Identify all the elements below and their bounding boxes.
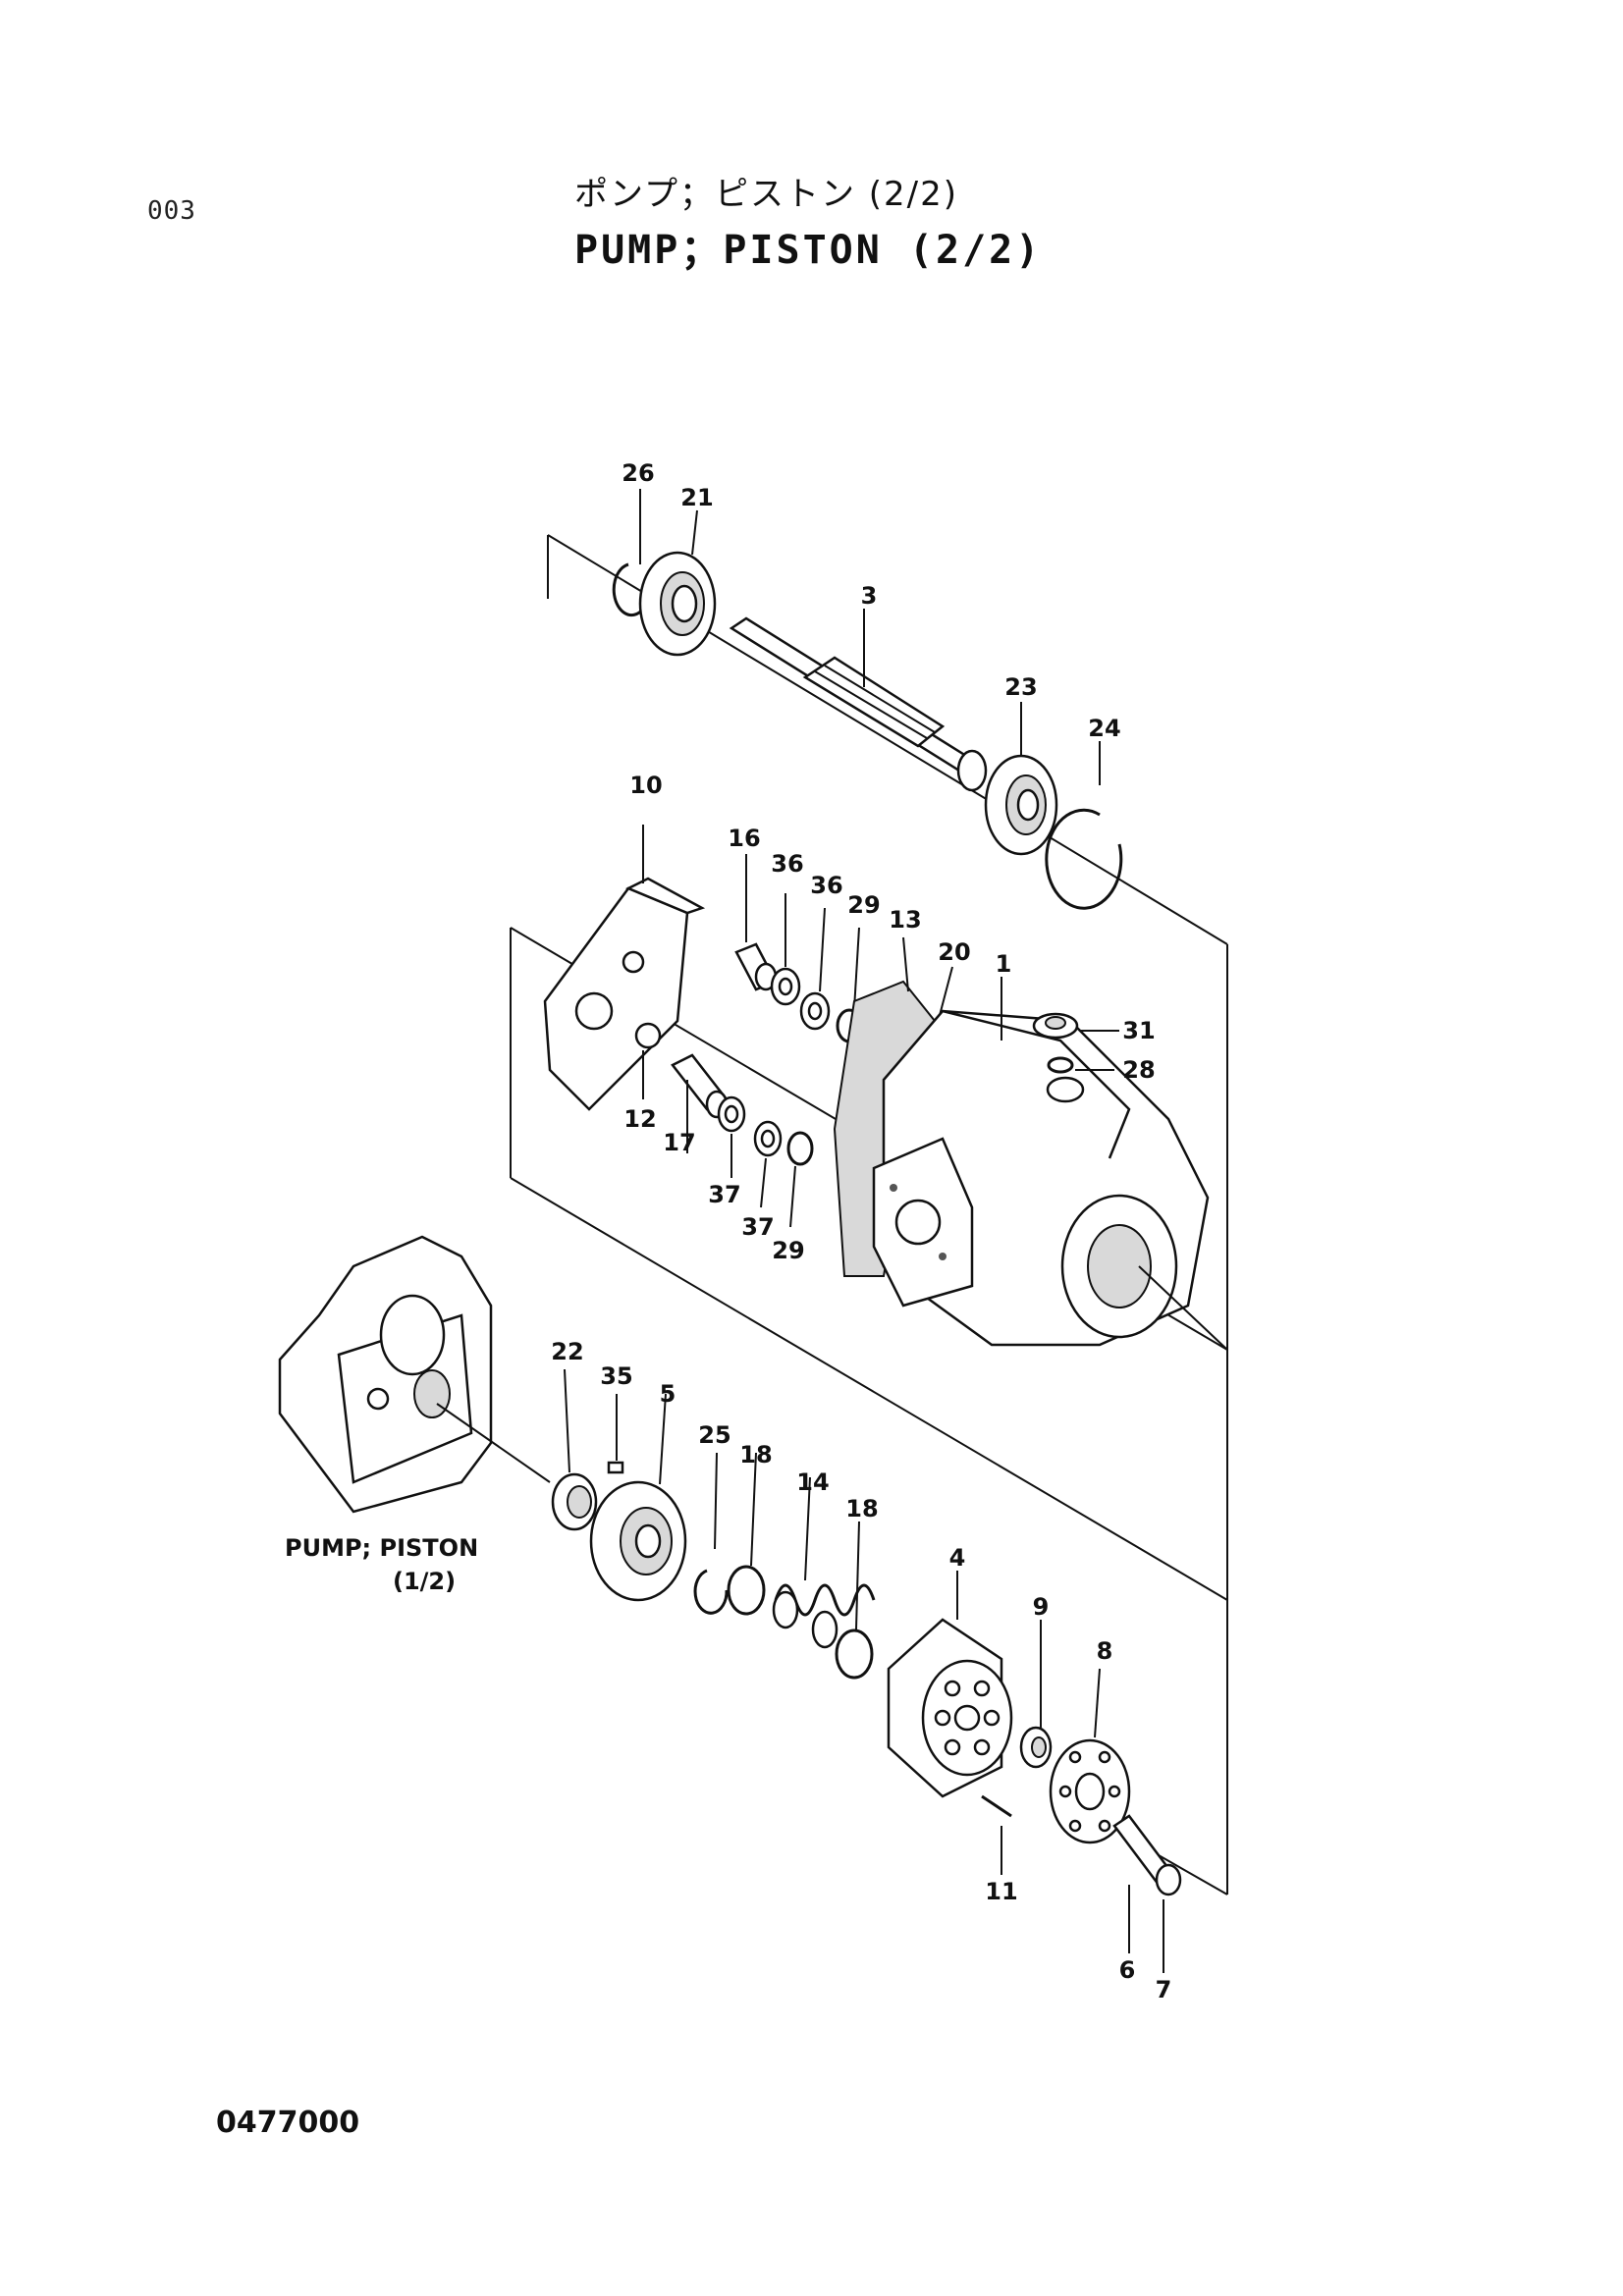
spring-14 xyxy=(772,1476,876,1649)
callout-23: 23 xyxy=(1004,673,1037,701)
callout-28: 28 xyxy=(1122,1056,1155,1084)
callout-4: 4 xyxy=(949,1544,966,1572)
callout-35: 35 xyxy=(600,1362,632,1390)
callout-37a: 37 xyxy=(708,1181,740,1208)
callout-26: 26 xyxy=(622,459,654,487)
title-japanese: ポンプ；ピストン (2/2) xyxy=(574,175,959,214)
retainer-plate-8 xyxy=(1049,1668,1131,1844)
pump-casing-1 xyxy=(872,977,1228,1351)
plug-16 xyxy=(734,854,778,991)
ball-12 xyxy=(634,1022,662,1099)
shoe-7 xyxy=(1155,1863,1182,1973)
snap-ring-24 xyxy=(1045,741,1123,910)
cylinder-block-4 xyxy=(887,1571,1013,1798)
callout-25: 25 xyxy=(698,1421,730,1449)
o-ring-28 xyxy=(1047,1056,1114,1074)
callout-17: 17 xyxy=(663,1129,695,1156)
callout-36a: 36 xyxy=(771,850,803,878)
shim-18b xyxy=(835,1521,874,1680)
callout-18b: 18 xyxy=(845,1495,878,1522)
shaft-3 xyxy=(729,609,988,792)
pin-11 xyxy=(981,1794,1012,1875)
callout-24: 24 xyxy=(1088,715,1120,742)
washer-37a xyxy=(717,1095,746,1178)
bearing-23 xyxy=(984,702,1058,856)
callout-29a: 29 xyxy=(847,891,880,919)
callout-16: 16 xyxy=(728,825,760,852)
callout-13: 13 xyxy=(889,906,921,934)
callout-14: 14 xyxy=(796,1468,829,1496)
spherical-bushing-9 xyxy=(1019,1620,1053,1769)
shim-18a xyxy=(727,1452,766,1616)
washer-36b xyxy=(799,907,831,1031)
cover-plate-10 xyxy=(543,825,706,1111)
callout-36b: 36 xyxy=(810,872,842,899)
o-ring-29b xyxy=(786,1131,814,1228)
callout-37b: 37 xyxy=(741,1213,774,1241)
reference-label-line1: PUMP; PISTON xyxy=(285,1534,479,1562)
callout-3: 3 xyxy=(861,582,878,610)
callout-7: 7 xyxy=(1156,1976,1172,2003)
callout-18a: 18 xyxy=(739,1441,772,1468)
drawing-number: 0477000 xyxy=(216,2106,360,2140)
valve-plate-5 xyxy=(589,1393,687,1602)
callout-11: 11 xyxy=(985,1878,1017,1905)
callout-29b: 29 xyxy=(772,1237,804,1264)
callout-12: 12 xyxy=(623,1105,656,1133)
plug-31 xyxy=(1032,1012,1119,1040)
callout-8: 8 xyxy=(1097,1637,1113,1665)
callout-22: 22 xyxy=(551,1338,583,1365)
pin-35 xyxy=(607,1394,624,1474)
title-english: PUMP；PISTON (2/2) xyxy=(574,228,1043,273)
reference-label-line2: (1/2) xyxy=(393,1568,457,1595)
callout-31: 31 xyxy=(1122,1017,1155,1044)
callout-6: 6 xyxy=(1119,1956,1136,1984)
reference-label: PUMP; PISTON (1/2) xyxy=(285,1531,478,1598)
callout-20: 20 xyxy=(938,938,970,966)
callout-21: 21 xyxy=(680,484,713,511)
washer-36a xyxy=(770,893,801,1006)
washer-37b xyxy=(753,1120,783,1208)
callout-10: 10 xyxy=(629,772,662,799)
reference-pump-housing xyxy=(278,1235,551,1514)
callout-9: 9 xyxy=(1033,1593,1050,1621)
bearing-21 xyxy=(638,509,717,657)
page-code: 003 xyxy=(147,196,196,226)
needle-bearing-22 xyxy=(551,1368,598,1531)
callout-5: 5 xyxy=(660,1380,676,1408)
callout-1: 1 xyxy=(996,950,1012,978)
snap-ring-25 xyxy=(693,1452,729,1615)
